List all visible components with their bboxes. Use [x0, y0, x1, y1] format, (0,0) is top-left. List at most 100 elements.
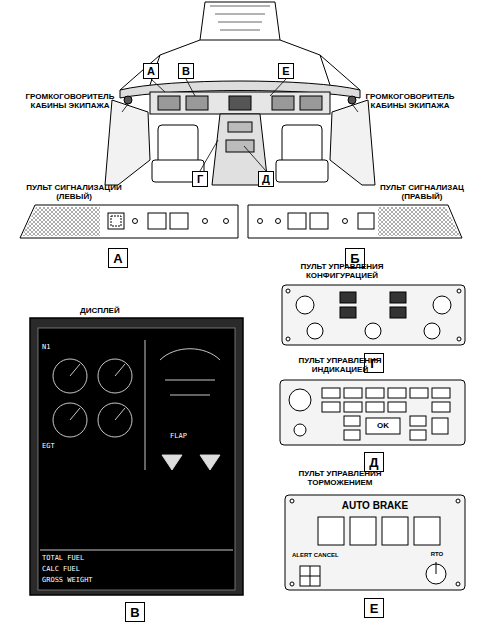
callout-letter: Д: [258, 171, 274, 187]
configuration-panel: [340, 292, 356, 303]
panel-title: ПУЛЬТ УПРАВЛЕНИЯ КОНФИГУРАЦИЕЙ: [292, 262, 392, 280]
cockpit: [150, 92, 330, 114]
callout-letter: А: [108, 248, 128, 268]
display-unit: [40, 340, 233, 550]
annunciator-panel-right: [358, 213, 374, 229]
callout-text: В: [130, 606, 139, 619]
cockpit: [124, 96, 132, 104]
annunciator-panel-left: [22, 207, 100, 236]
display-control-panel: [289, 389, 311, 411]
display-control-panel: [280, 380, 465, 445]
panel-title: ПУЛЬТ УПРАВЛЕНИЯ ТОРМОЖЕНИЕМ: [292, 469, 388, 487]
configuration-panel: [340, 307, 356, 318]
display-control-panel: [322, 402, 340, 412]
panel-marking: AUTO BRAKE: [315, 500, 435, 512]
callout-letter: Е: [278, 63, 294, 79]
leader-line: [200, 140, 218, 171]
configuration-panel: [282, 285, 465, 345]
annunciator-panel-left: [133, 219, 138, 224]
cockpit: [226, 140, 254, 152]
display-control-panel: [294, 424, 306, 436]
annunciator-panel-left: [20, 205, 238, 238]
autobrake-panel: [350, 517, 376, 545]
annunciator-panel-right: [258, 219, 263, 224]
panel-title: ПУЛЬТ УПРАВЛЕНИЯ ИНДИКАЦИЕЙ: [292, 356, 388, 374]
annunciator-panel-left: [108, 213, 124, 229]
callout-text: А: [113, 252, 122, 265]
display-control-panel: [366, 388, 384, 398]
screen-text: N1: [42, 343, 72, 351]
speaker-label: ГРОМКОГОВОРИТЕЛЬ КАБИНЫ ЭКИПАЖА: [360, 92, 460, 110]
leader-line: [352, 104, 358, 112]
display-control-panel: [344, 402, 362, 412]
screen-text: TOTAL FUEL: [42, 554, 112, 562]
cockpit: [276, 160, 328, 182]
cockpit: [200, 2, 280, 40]
display-unit: [145, 340, 146, 470]
display-unit: [38, 328, 235, 590]
leader-line: [244, 146, 266, 171]
screen-text: EGT: [42, 442, 72, 450]
leader-line: [122, 79, 358, 171]
button-label: OK: [366, 421, 400, 430]
panel-marking: RTO: [424, 551, 450, 558]
autobrake-panel: [285, 495, 465, 590]
autobrake-panel: [300, 562, 436, 586]
display-control-panel: [410, 416, 426, 426]
cockpit: [186, 96, 208, 110]
display-control-panel: [344, 388, 362, 398]
autobrake-panel: [382, 517, 408, 545]
cockpit: [228, 122, 252, 132]
annunciator-panel-left: [224, 219, 229, 224]
display-control-panel: [432, 418, 448, 434]
screen-text: GROSS WEIGHT: [42, 576, 122, 584]
display-unit: [70, 364, 125, 420]
configuration-panel: [390, 292, 406, 303]
display-control-panel: [432, 402, 450, 412]
autobrake-panel: [456, 499, 460, 503]
callout-letter: А: [143, 63, 159, 79]
panel-title: ПУЛЬТ СИГНАЛИЗАЦИИ (ЛЕВЫЙ): [22, 183, 126, 201]
annunciator-panel-right: [378, 207, 460, 236]
configuration-panel: [457, 289, 461, 293]
annunciator-panel-left: [148, 213, 166, 229]
autobrake-panel: [414, 517, 440, 545]
annunciator-panel-left: [170, 213, 188, 229]
configuration-panel: [365, 323, 381, 339]
annunciator-panel-right: [288, 213, 306, 229]
cockpit: [300, 96, 322, 110]
display-unit: [30, 318, 243, 595]
configuration-panel: [390, 307, 406, 318]
display-unit: [162, 455, 220, 470]
annunciator-panel-right: [310, 213, 328, 229]
display-control-panel: [344, 430, 360, 440]
callout-text: Д: [369, 456, 378, 469]
display-control-panel: [280, 380, 465, 445]
display-control-panel: [366, 418, 400, 434]
callout-text: Г: [197, 174, 203, 185]
cockpit: [348, 96, 356, 104]
annunciator-panel-right: [343, 219, 348, 224]
annunciator-panel-right: [248, 205, 462, 238]
callout-letter: Г: [192, 171, 208, 187]
configuration-panel: [433, 296, 451, 314]
leader-line: [151, 79, 165, 92]
callout-text: Е: [282, 66, 289, 77]
cockpit: [210, 6, 270, 30]
display-control-panel: [388, 388, 406, 398]
display-control-panel: [432, 388, 450, 398]
callout-letter: В: [125, 602, 145, 622]
configuration-panel: [307, 323, 323, 339]
panel-title: ПУЛЬТ СИГНАЛИЗАЦ (ПРАВЫЙ): [368, 183, 476, 201]
configuration-panel: [286, 289, 290, 293]
display-unit: [165, 380, 215, 395]
autobrake-panel: [285, 495, 465, 590]
autobrake-panel: [290, 499, 294, 503]
annunciator-panel-right: [276, 219, 281, 224]
cockpit: [272, 96, 294, 110]
configuration-panel: [286, 337, 290, 341]
display-control-panel: [322, 388, 450, 440]
cockpit: [105, 2, 375, 185]
configuration-panel: [282, 285, 465, 345]
